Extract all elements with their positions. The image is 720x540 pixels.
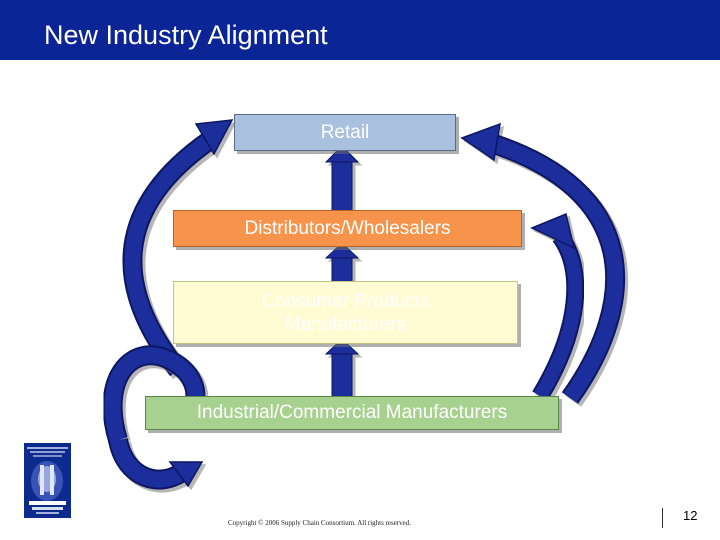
- industrial-label: Industrial/Commercial Manufacturers: [196, 402, 508, 423]
- arrow-right-outer-curve-to-retail: [460, 122, 626, 404]
- retail-box: Retail: [234, 114, 456, 151]
- page-number: 12: [683, 508, 698, 523]
- book-cover-logo: [24, 443, 71, 518]
- page-title: New Industry Alignment: [44, 20, 328, 50]
- arrow-left-curve-to-retail: [122, 119, 234, 377]
- retail-label: Retail: [320, 121, 370, 143]
- distributors-box: Distributors/Wholesalers: [173, 210, 522, 247]
- arrow-right-inner-curve-to-distributors: [530, 212, 585, 401]
- header-bar: New Industry Alignment: [0, 0, 720, 60]
- consumer-products-box: Consumer Products Manufacturers: [173, 281, 518, 344]
- copyright-text: Copyright © 2006 Supply Chain Consortium…: [228, 519, 412, 527]
- industrial-box: Industrial/Commercial Manufacturers: [145, 396, 559, 430]
- arrow-consumer-to-distributors: [324, 242, 360, 285]
- book-cover-image: [24, 443, 71, 518]
- consumer-label-line2: Manufacturers: [284, 313, 407, 335]
- footer-divider: [662, 508, 663, 528]
- arrow-industrial-to-consumer: [324, 338, 360, 399]
- consumer-label-line1: Consumer Products: [261, 290, 430, 312]
- arrow-distributors-to-retail: [324, 145, 360, 213]
- distributors-label: Distributors/Wholesalers: [244, 217, 451, 239]
- self-loop-arrow: [102, 345, 206, 490]
